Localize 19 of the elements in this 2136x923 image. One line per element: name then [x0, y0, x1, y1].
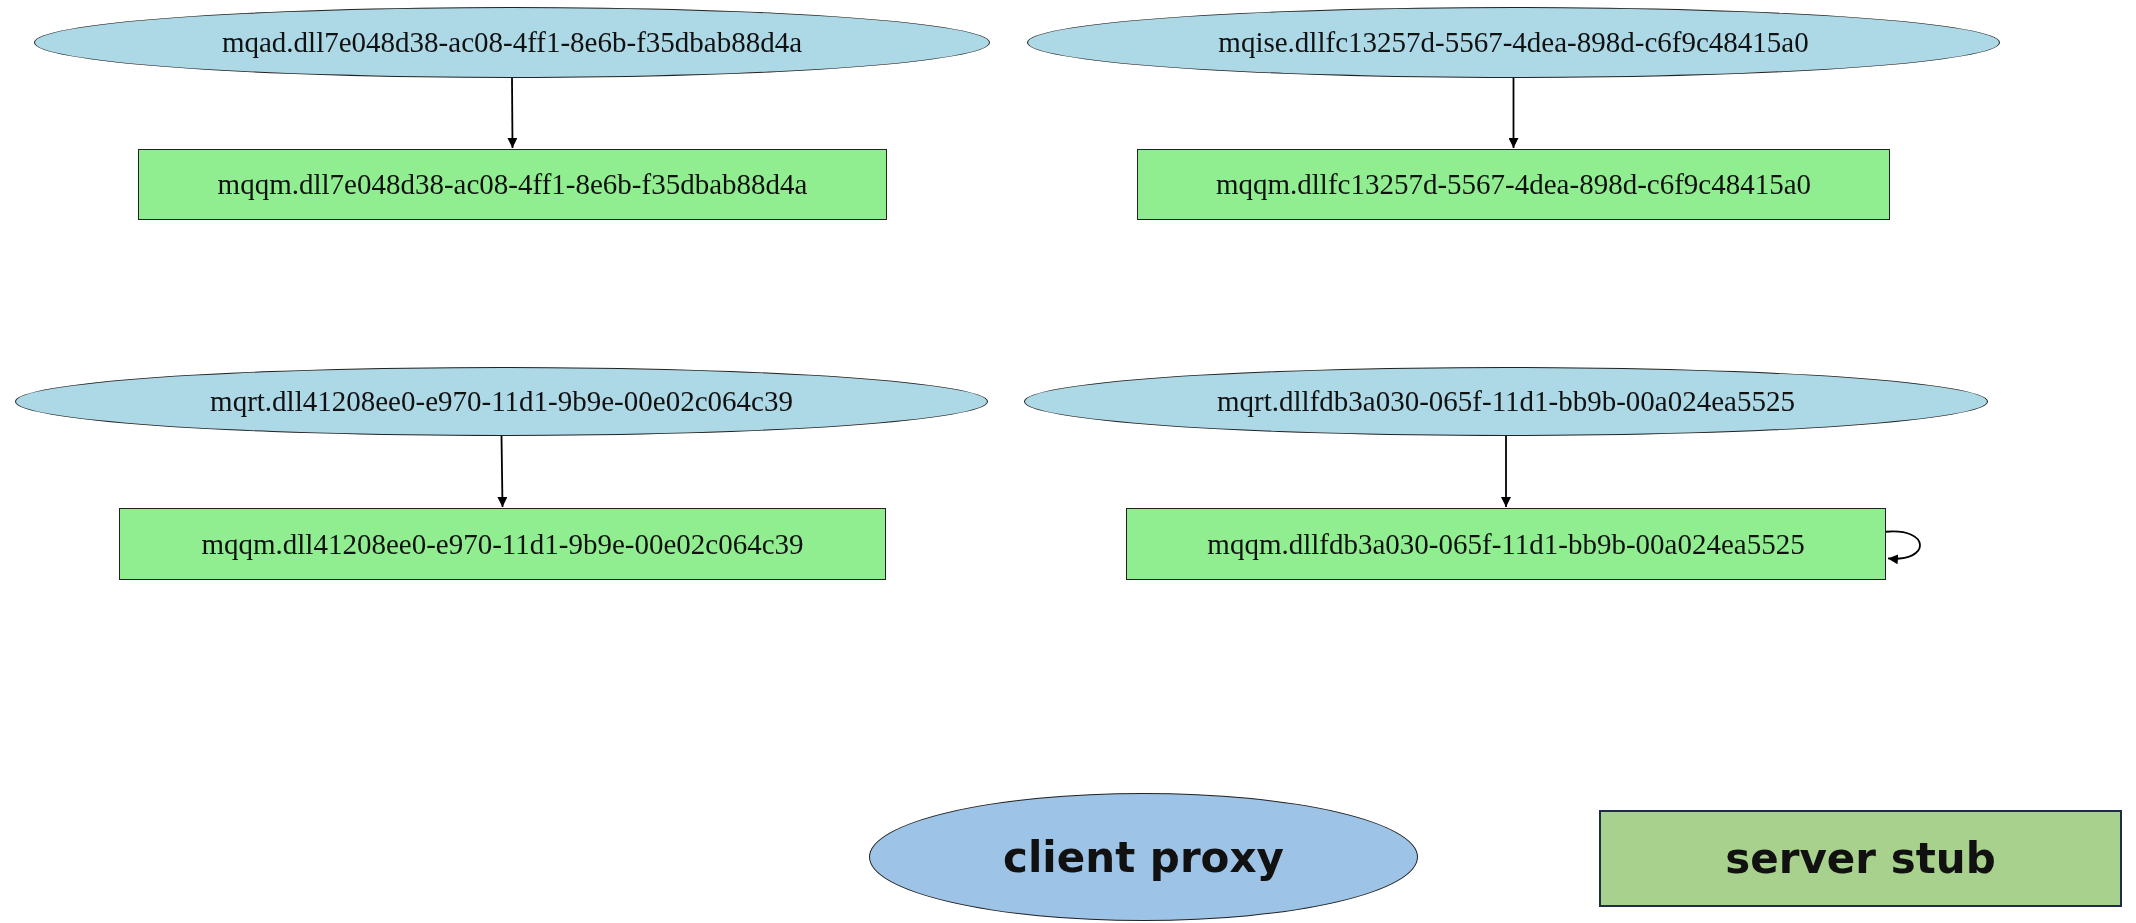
arrow: [507, 77, 518, 149]
process-box: [119, 508, 886, 580]
arrow: [1885, 530, 1921, 564]
arrow: [1508, 77, 1519, 149]
node-label: mqrt.dllfdb3a030-065f-11d1-bb9b-00a024ea5525: [1217, 385, 1795, 418]
node-label: mqrt.dll41208ee0-e970-11d1-9b9e-00e02c064c39: [210, 385, 793, 418]
node-label: mqad.dll7e048d38-ac08-4ff1-8e6b-f35dbab88d4a: [221, 26, 803, 59]
node-label: mqqm.dllfdb3a030-065f-11d1-bb9b-00a024ea5525: [1207, 527, 1805, 561]
arrow: [497, 435, 508, 508]
process-box: [1126, 508, 1886, 580]
node-label: mqqm.dllfc13257d-5567-4dea-898d-c6f9c48415a0: [1215, 168, 1812, 201]
node-label: mqqm.dll41208ee0-e970-11d1-9b9e-00e02c064c39: [201, 527, 804, 561]
process-box: [138, 149, 887, 220]
arrow: [1501, 435, 1511, 508]
node-label: mqise.dllfc13257d-5567-4dea-898d-c6f9c48415a0: [1218, 26, 1809, 59]
process-box: [1137, 149, 1890, 220]
node-label: mqqm.dll7e048d38-ac08-4ff1-8e6b-f35dbab88d4a: [217, 168, 808, 201]
legend-label: server stub: [1725, 834, 1996, 883]
legend-label: client proxy: [1003, 832, 1284, 882]
